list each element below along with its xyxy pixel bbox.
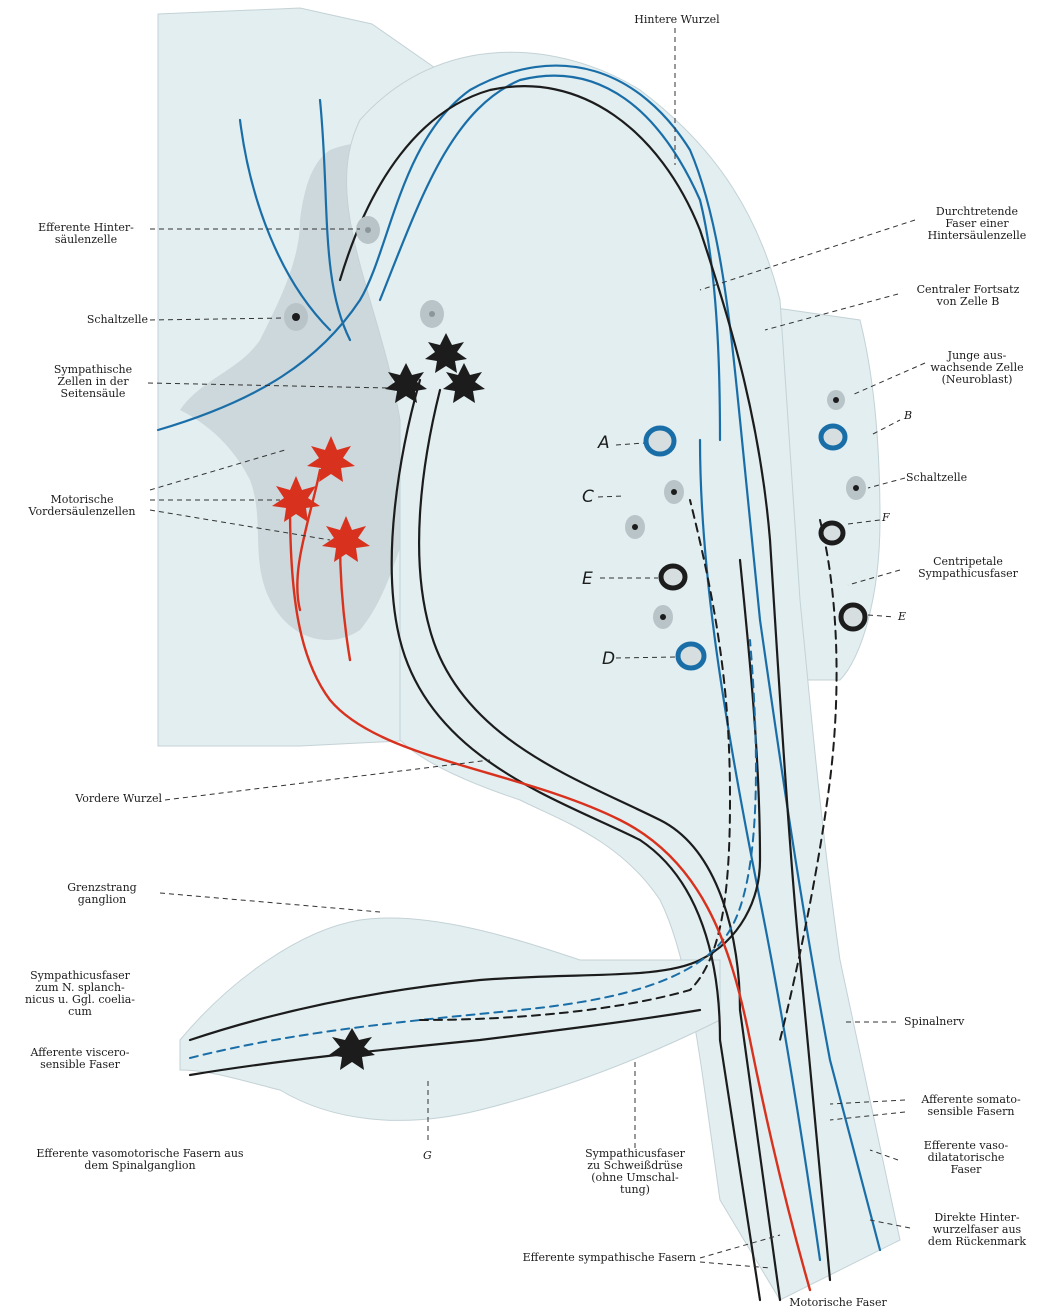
label-cell-b: B	[904, 410, 912, 422]
label-cell-d: D	[602, 650, 615, 668]
label-junge-zelle: Junge aus- wachsende Zelle (Neuroblast)	[922, 350, 1032, 386]
label-afferente-viscero: Afferente viscero- sensible Faser	[14, 1047, 146, 1071]
label-spinalnerv: Spinalnerv	[904, 1016, 964, 1028]
label-cell-c: C	[582, 488, 594, 506]
label-centraler-fortsatz: Centraler Fortsatz von Zelle B	[900, 284, 1036, 308]
label-cell-e-left: E	[582, 570, 593, 588]
label-centripetale: Centripetale Sympathicusfaser	[898, 556, 1038, 580]
label-sympathicusfaser-splanch: Sympathicusfaser zum N. splanch- nicus u…	[14, 970, 146, 1018]
label-efferente-vasomotorische: Efferente vasomotorische Fasern aus dem …	[2, 1148, 278, 1172]
label-sympathische-zellen: Sympathische Zellen in der Seitensäule	[40, 364, 146, 400]
label-direkte-hinterwurzel: Direkte Hinter- wurzelfaser aus dem Rück…	[912, 1212, 1042, 1248]
label-motorische-faser: Motorische Faser	[778, 1297, 898, 1309]
label-efferente-sympathische: Efferente sympathische Fasern	[470, 1252, 696, 1264]
label-cell-f: F	[882, 512, 890, 524]
label-efferente-vaso: Efferente vaso- dilatatorische Faser	[902, 1140, 1030, 1176]
label-schaltzelle-left: Schaltzelle	[40, 314, 148, 326]
label-hintere-wurzel: Hintere Wurzel	[622, 14, 732, 26]
label-cell-a: A	[598, 434, 610, 452]
label-sympathicusfaser-schweiss: Sympathicusfaser zu Schweißdrüse (ohne U…	[568, 1148, 702, 1196]
label-grenzstrang: Grenzstrang ganglion	[48, 882, 156, 906]
label-motorische-vorder: Motorische Vordersäulenzellen	[10, 494, 154, 518]
label-cell-g: G	[423, 1150, 432, 1162]
label-schaltzelle-right: Schaltzelle	[906, 472, 967, 484]
label-cell-e-right: E	[898, 611, 906, 623]
label-vordere-wurzel: Vordere Wurzel	[14, 793, 162, 805]
label-efferente-hinter: Efferente Hinter- säulenzelle	[24, 222, 148, 246]
label-afferente-somato: Afferente somato- sensible Fasern	[906, 1094, 1036, 1118]
label-durchtretende-faser: Durchtretende Faser einer Hintersäulenze…	[912, 206, 1042, 242]
